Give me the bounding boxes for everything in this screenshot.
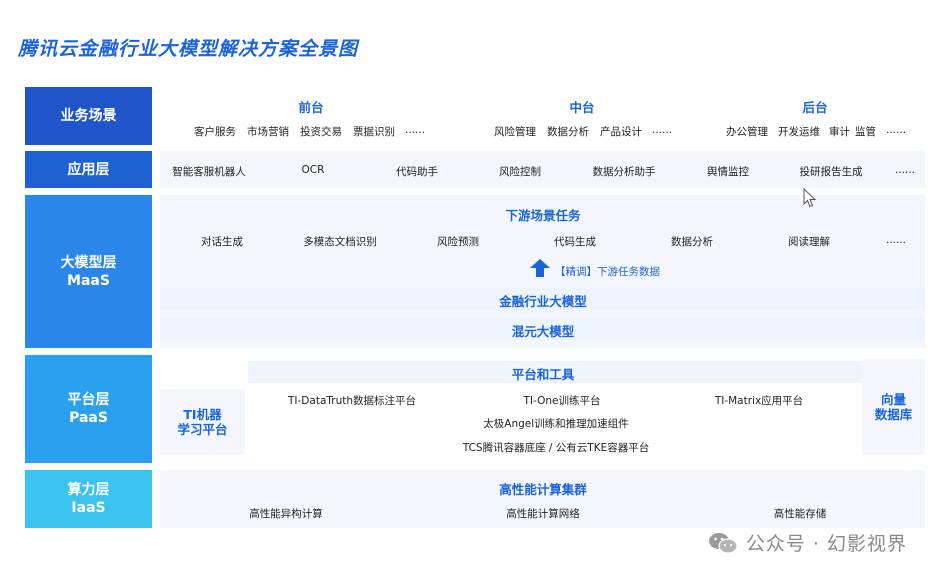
wechat-icon — [708, 532, 738, 554]
front-item: 投资交易 — [300, 126, 342, 138]
platform-item: TI-DataTruth数据标注平台 — [288, 395, 416, 407]
layer-platform-sublabel: PaaS — [69, 410, 108, 426]
back-item: 审计 — [829, 126, 850, 138]
task-item: ...... — [885, 234, 907, 246]
base-model-label: 混元大模型 — [511, 324, 575, 339]
layer-model-label: 大模型层 — [60, 254, 117, 271]
layer-application-label: 应用层 — [67, 161, 110, 178]
task-item: 数据分析 — [671, 236, 713, 248]
middle-item: 数据分析 — [547, 126, 589, 138]
compute-item: 高性能存储 — [773, 508, 827, 520]
compute-item: 高性能异构计算 — [249, 508, 323, 520]
downstream-title: 下游场景任务 — [505, 208, 581, 223]
ti-ml-platform-box: TI机器 学习平台 — [160, 389, 245, 455]
application-item: 舆情监控 — [707, 166, 749, 178]
ti-ml-platform-line1: TI机器 — [183, 407, 222, 422]
application-item: 投研报告生成 — [799, 166, 863, 178]
task-item: 风险预测 — [437, 236, 479, 248]
task-item: 多模态文档识别 — [303, 236, 377, 248]
vector-db-line2: 数据库 — [874, 407, 913, 422]
layer-business-label: 业务场景 — [60, 108, 117, 124]
up-arrow-icon — [530, 259, 550, 277]
application-item: 代码助手 — [396, 166, 438, 178]
model-strip — [160, 288, 925, 310]
task-item: 阅读理解 — [788, 236, 830, 248]
back-item: 监管 — [855, 126, 876, 138]
back-item: 办公管理 — [726, 126, 768, 138]
middle-title: 中台 — [569, 100, 595, 115]
vector-db-box: 向量 数据库 — [862, 359, 925, 455]
mouse-cursor-icon — [803, 188, 817, 208]
layer-application: 应用层 — [25, 151, 152, 188]
middle-item: 风险管理 — [494, 126, 536, 138]
platform-item: TCS腾讯容器底座 / 公有云TKE容器平台 — [462, 442, 650, 454]
layer-compute-label: 算力层 — [67, 482, 110, 498]
application-item: 智能客服机器人 — [172, 166, 246, 178]
front-item: 市场营销 — [247, 126, 289, 138]
vector-db-line1: 向量 — [880, 392, 906, 407]
watermark: 公众号 · 幻影视界 — [708, 529, 907, 556]
business-panel — [160, 87, 925, 145]
compute-item: 高性能计算网络 — [506, 508, 580, 520]
finance-model-label: 金融行业大模型 — [499, 294, 587, 309]
layer-model-sublabel: MaaS — [67, 272, 110, 289]
platform-item: 太极Angel训练和推理加速组件 — [483, 418, 629, 430]
front-item: ...... — [405, 124, 426, 136]
platform-item: TI-Matrix应用平台 — [714, 395, 804, 407]
layer-model: 大模型层 MaaS — [25, 195, 152, 348]
front-title: 前台 — [298, 100, 324, 115]
platform-title: 平台和工具 — [511, 367, 575, 382]
ti-ml-platform-line2: 学习平台 — [177, 422, 228, 437]
application-item: OCR — [301, 164, 325, 176]
back-item: ...... — [886, 124, 907, 136]
front-item: 票据识别 — [353, 126, 395, 138]
application-panel — [160, 151, 925, 188]
layer-platform-label: 平台层 — [67, 392, 110, 408]
task-item: 代码生成 — [554, 236, 596, 248]
middle-item: 产品设计 — [600, 126, 642, 138]
back-item: 开发运维 — [778, 126, 820, 138]
layer-compute: 算力层 IaaS — [25, 470, 152, 528]
application-item: 风险控制 — [499, 166, 541, 178]
application-item: 数据分析助手 — [592, 166, 656, 178]
compute-panel — [160, 470, 925, 528]
task-item: 对话生成 — [201, 236, 243, 248]
layer-platform: 平台层 PaaS — [25, 355, 152, 463]
platform-strip — [248, 361, 865, 383]
front-item: 客户服务 — [194, 126, 236, 138]
watermark-text: 公众号 · 幻影视界 — [745, 533, 907, 555]
layer-business: 业务场景 — [25, 87, 152, 145]
finetune-label: 【精调】下游任务数据 — [555, 266, 660, 278]
model-strip — [160, 318, 925, 340]
compute-title: 高性能计算集群 — [499, 482, 587, 497]
application-item: ...... — [894, 164, 916, 176]
back-title: 后台 — [802, 100, 828, 115]
layer-compute-sublabel: IaaS — [71, 500, 106, 516]
page-title: 腾讯云金融行业大模型解决方案全景图 — [18, 38, 359, 60]
middle-item: ...... — [652, 124, 673, 136]
platform-item: TI-One训练平台 — [523, 395, 601, 407]
